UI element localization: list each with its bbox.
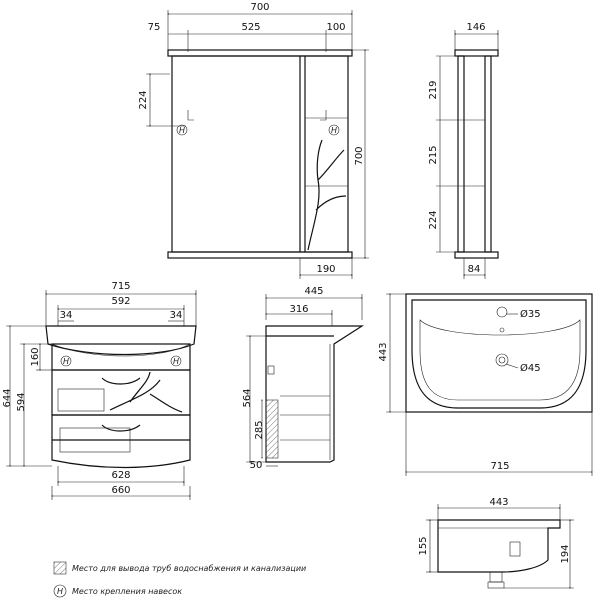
dim-mirror-right: 100 [326, 22, 345, 33]
dim-vanity-left-inset: 34 [60, 310, 73, 321]
sink-hole-large [495, 353, 509, 367]
vanity-mount-left-label: H [63, 357, 69, 366]
dim-mirror-left: 75 [148, 22, 161, 33]
mount-symbol-left [176, 124, 188, 136]
legend-mount-icon [53, 584, 67, 598]
dim-vanity-bottom-outer: 660 [111, 485, 130, 496]
dim-vanity-side-564: 564 [242, 388, 253, 407]
dim-mirror-shelf-width: 190 [316, 264, 335, 275]
sink-side-view: 443 155 194 [418, 497, 574, 590]
dim-vanity-bottom-inner: 628 [111, 470, 130, 481]
pipe-zone-hatch [265, 399, 279, 459]
dim-side-seg-bottom: 224 [428, 210, 439, 229]
mount-symbol-right-label: H [331, 126, 337, 135]
mount-symbol-left-label: H [179, 126, 185, 135]
dim-side-depth: 146 [466, 22, 485, 33]
branch-decoration [307, 139, 347, 251]
legend-mount-symbol: H [57, 587, 63, 596]
dim-vanity-right-inset: 34 [170, 310, 183, 321]
dim-mirror-height-total: 700 [354, 146, 365, 165]
legend: Место для вывода труб водоснабжения и ка… [53, 561, 306, 598]
dim-side-seg-top: 219 [428, 80, 439, 99]
mount-symbol-right [328, 124, 340, 136]
vanity-branch-decoration [109, 371, 183, 413]
dim-vanity-side-depth-total: 445 [304, 286, 323, 297]
dim-vanity-side-285: 285 [254, 420, 265, 439]
dim-vanity-width-total: 715 [111, 281, 130, 292]
dim-mirror-width-total: 700 [250, 2, 269, 13]
sink-hole-small [496, 306, 508, 318]
dim-side-base-depth: 84 [468, 264, 481, 275]
dim-vanity-height-top: 160 [30, 347, 41, 366]
dim-sink-height: 443 [378, 342, 389, 361]
mirror-cabinet-front: 700 75 525 100 H H 224 700 [138, 2, 369, 279]
dim-mirror-mid: 525 [241, 22, 260, 33]
dim-vanity-side-depth-inner: 316 [289, 304, 308, 315]
dim-sink-hole-small: Ø35 [520, 308, 541, 320]
dim-sink-side-194: 194 [560, 544, 571, 563]
mirror-cabinet-side: 146 219 215 224 84 [428, 22, 500, 279]
sink-top-view: Ø35 Ø45 443 715 [378, 292, 594, 476]
dim-vanity-side-50: 50 [250, 460, 263, 471]
vanity-front: 715 592 34 34 H H 644 [2, 281, 198, 500]
dim-sink-width: 715 [490, 461, 509, 472]
vanity-side: 445 316 564 285 50 [242, 286, 365, 471]
legend-hatch-icon [53, 561, 67, 575]
dim-vanity-height-total: 644 [2, 388, 13, 407]
dim-vanity-inner-width: 592 [111, 296, 130, 307]
vanity-mount-left [60, 355, 72, 367]
dim-sink-hole-large: Ø45 [520, 362, 541, 374]
dim-vanity-height-body: 594 [16, 392, 27, 411]
dim-sink-side-width: 443 [489, 497, 508, 508]
dim-sink-side-155: 155 [418, 536, 429, 555]
legend-mount-text: Место крепления навесок [72, 587, 182, 596]
vanity-mount-right [170, 355, 182, 367]
legend-pipes-text: Место для вывода труб водоснабжения и ка… [72, 564, 306, 573]
dim-side-seg-mid: 215 [428, 145, 439, 164]
vanity-mount-right-label: H [173, 357, 179, 366]
dim-mirror-height-top: 224 [138, 90, 149, 109]
